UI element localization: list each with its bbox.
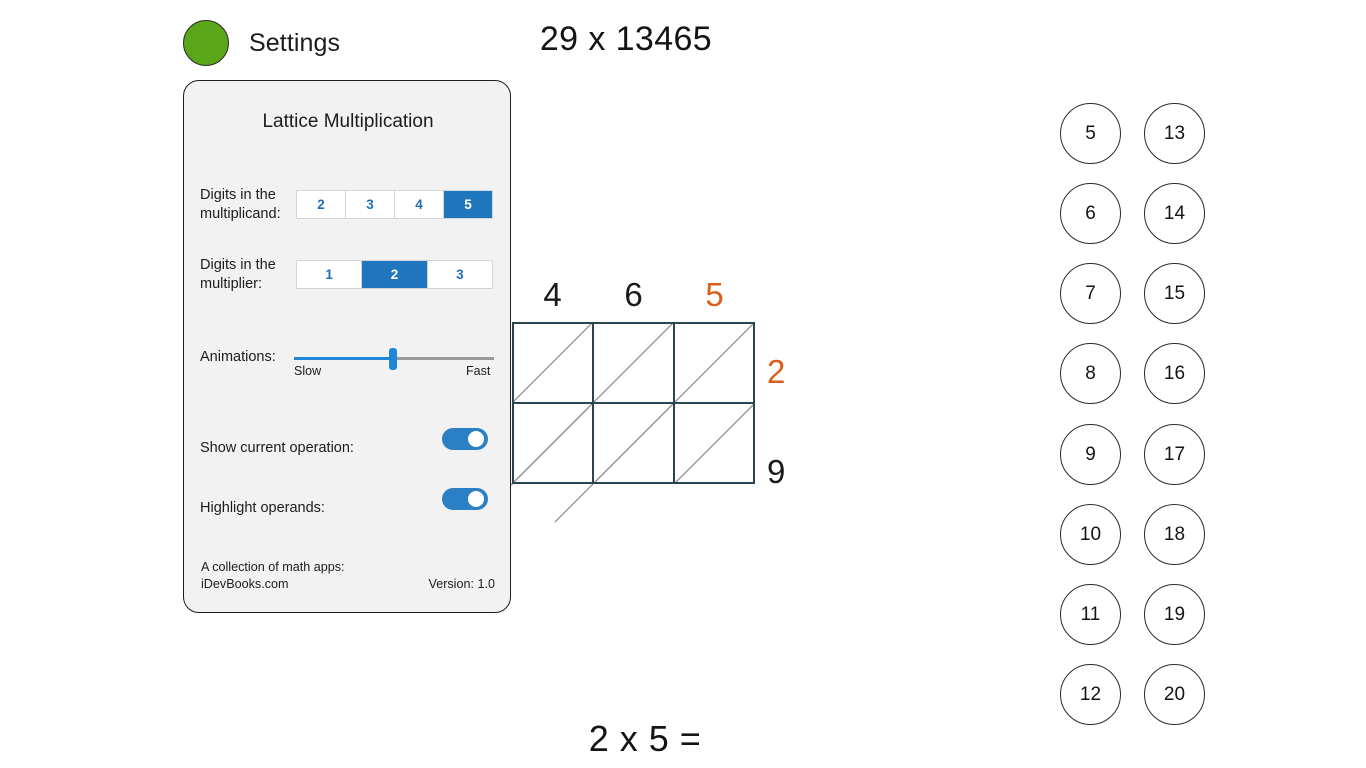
problem-title: 29 x 13465 [0,20,1366,59]
problem-title-text: 29 x 13465 [539,20,713,58]
slider-track-remaining [393,357,494,360]
animations-setting-label: Animations: [200,349,276,365]
lattice-column-label-1: 6 [624,276,643,313]
toggle-knob-icon [468,491,484,507]
show-current-operation-label: Show current operation: [200,440,354,456]
show-current-operation-toggle[interactable] [442,428,488,450]
settings-panel: Lattice Multiplication A collection of m… [183,80,511,613]
lattice-diagonals [473,321,756,523]
multiplicand-option-2[interactable]: 2 [297,191,346,218]
slider-min-label: Slow [294,364,322,378]
current-operation: 2 x 5 = [0,718,1366,760]
number-circle[interactable]: 9 [1060,424,1121,485]
multiplicand-digits-segmented-control[interactable]: 2 3 4 5 [296,190,493,219]
settings-header-label: Settings [249,28,341,57]
footer-tagline: A collection of math apps: [201,560,345,574]
number-circle[interactable]: 11 [1060,584,1121,645]
number-circle[interactable]: 16 [1144,343,1205,404]
multiplier-option-3[interactable]: 3 [427,261,492,288]
multiplicand-option-5[interactable]: 5 [444,191,492,218]
number-circle[interactable]: 8 [1060,343,1121,404]
lattice-row-label-0: 2 [767,353,786,390]
lattice-column-labels: 4 6 5 [512,275,755,320]
toggle-knob-icon [468,431,484,447]
footer-website-link[interactable]: iDevBooks.com [201,577,289,591]
lattice-column-label-0: 4 [543,276,562,313]
number-circle[interactable]: 12 [1060,664,1121,725]
footer-version: Version: 1.0 [428,577,495,591]
number-circle[interactable]: 13 [1144,103,1205,164]
lattice-grid [473,321,756,523]
settings-toggle-button-icon[interactable] [183,20,229,66]
multiplicand-setting-label: Digits in the multiplicand: [200,186,281,224]
multiplier-label-line2: multiplier: [200,276,263,292]
number-circle[interactable]: 5 [1060,103,1121,164]
multiplier-option-1[interactable]: 1 [297,261,363,288]
lattice-row-labels: 2 9 [767,322,827,522]
number-circle[interactable]: 20 [1144,664,1205,725]
multiplicand-label-line2: multiplicand: [200,206,281,222]
multiplicand-option-4[interactable]: 4 [395,191,444,218]
number-circle[interactable]: 6 [1060,183,1121,244]
multiplier-digits-segmented-control[interactable]: 1 2 3 [296,260,493,289]
slider-max-label: Fast [466,364,491,378]
number-circle[interactable]: 18 [1144,504,1205,565]
highlight-operands-label: Highlight operands: [200,500,325,516]
number-circles-panel: 5 6 7 8 9 10 11 12 13 14 15 16 17 18 19 … [1060,103,1238,727]
number-circle[interactable]: 17 [1144,424,1205,485]
multiplicand-option-3[interactable]: 3 [346,191,395,218]
slider-thumb[interactable] [389,348,397,370]
multiplicand-label-line1: Digits in the [200,187,276,203]
animations-speed-slider[interactable] [294,348,494,374]
number-circle[interactable]: 10 [1060,504,1121,565]
multiplier-label-line1: Digits in the [200,257,276,273]
current-operation-text: 2 x 5 = [588,718,702,759]
multiplier-option-2[interactable]: 2 [362,261,428,288]
lattice-column-label-2: 5 [705,276,724,313]
highlight-operands-toggle[interactable] [442,488,488,510]
slider-track-filled [294,357,393,360]
lattice-row-label-1: 9 [767,453,786,490]
number-circle[interactable]: 14 [1144,183,1205,244]
number-circle[interactable]: 7 [1060,263,1121,324]
number-circle[interactable]: 19 [1144,584,1205,645]
multiplier-setting-label: Digits in the multiplier: [200,256,276,294]
lattice-cell-borders [512,322,755,484]
settings-panel-footer: A collection of math apps: iDevBooks.com… [184,560,510,600]
number-circle[interactable]: 15 [1144,263,1205,324]
settings-panel-title: Lattice Multiplication [262,111,434,132]
settings-header: Settings [183,20,340,66]
